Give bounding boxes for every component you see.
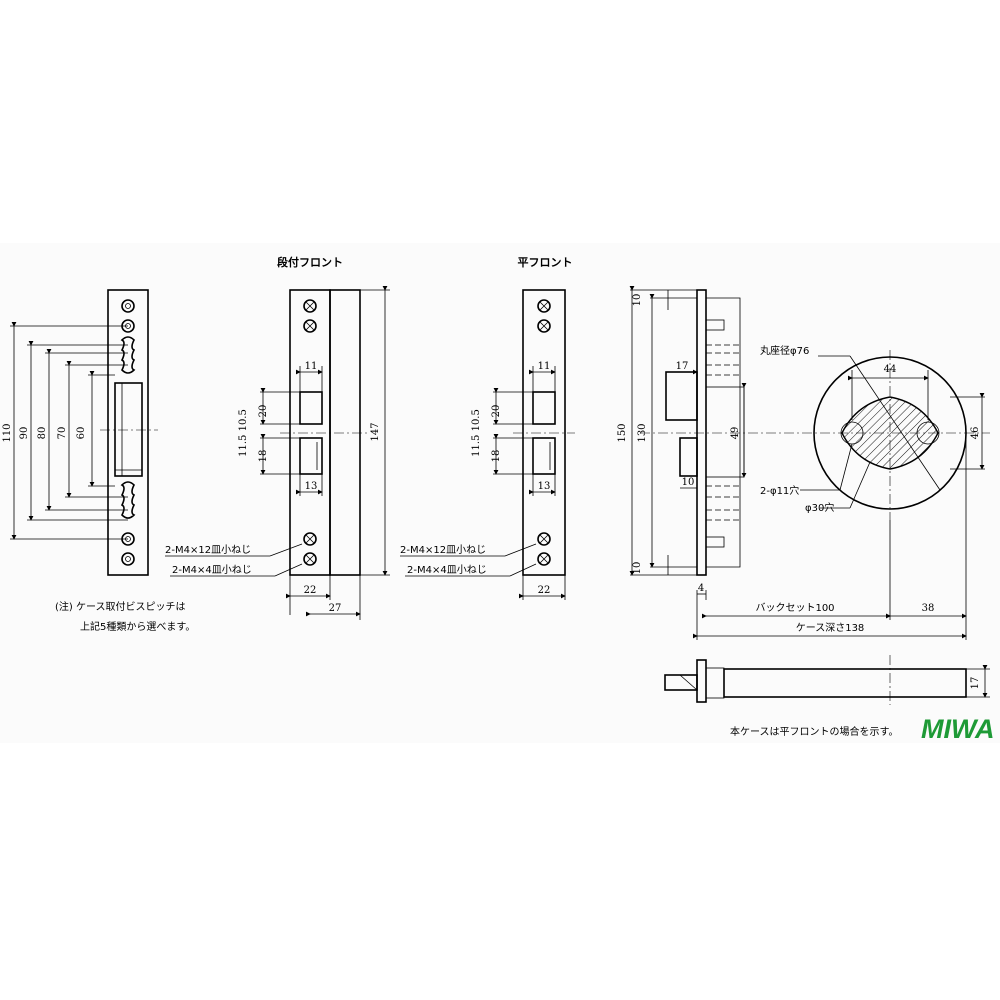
- latch-window: [114, 382, 143, 477]
- hole-11-label: 2-φ11穴: [760, 484, 799, 497]
- flat-dim-11-5-10-5: 11.5 10.5: [471, 409, 482, 457]
- flange-dim-20: 20: [258, 405, 269, 418]
- front-plate-view: 110 90 80 70 60: [2, 289, 158, 576]
- dim-110: 110: [2, 423, 13, 442]
- case-depth-label: ケース深さ138: [796, 622, 865, 634]
- case-side-view: 10 150 130 10 17 49 10 4 丸座径φ76 44 46 2-…: [617, 286, 990, 640]
- side-dim-38: 38: [922, 603, 935, 614]
- flange-dim-22: 22: [304, 585, 317, 596]
- side-dim-44: 44: [884, 364, 897, 375]
- flat-dim-13: 13: [538, 481, 551, 492]
- flat-front-view: 11 20 11.5 10.5 18 13 22 2-M4×12皿小ねじ 2-M…: [400, 289, 575, 600]
- hole-30-label: φ30穴: [805, 501, 834, 514]
- dim-70: 70: [57, 427, 68, 440]
- side-dim-4: 4: [698, 583, 704, 594]
- side-dim-10-top: 10: [632, 294, 643, 307]
- flat-dim-20: 20: [491, 405, 502, 418]
- rosette-diameter-label: 丸座径φ76: [760, 344, 809, 357]
- side-dim-10-mid: 10: [682, 477, 695, 488]
- backset-label: バックセット100: [755, 602, 834, 614]
- note-line-2: 上記5種類から選べます。: [80, 620, 195, 633]
- case-note: 本ケースは平フロントの場合を示す。: [730, 725, 899, 738]
- flat-dim-11: 11: [538, 361, 551, 372]
- front-plate-outline: [107, 289, 149, 576]
- flange-screw-label-2: 2-M4×4皿小ねじ: [172, 564, 252, 576]
- side-dim-130: 130: [637, 423, 648, 442]
- flange-dim-11: 11: [305, 361, 318, 372]
- side-dim-10-bottom: 10: [632, 562, 643, 575]
- title-flat-front: 平フロント: [518, 256, 573, 269]
- flange-dim-11-5-10-5: 11.5 10.5: [238, 409, 249, 457]
- top-dim-17: 17: [970, 677, 981, 690]
- drawing-band: [0, 243, 1000, 743]
- front-plate-holes: [120, 299, 136, 566]
- dim-80: 80: [37, 427, 48, 440]
- title-flange-front: 段付フロント: [277, 255, 343, 269]
- flange-dim-147: 147: [370, 422, 381, 441]
- case-top-view: 17: [664, 655, 990, 705]
- flange-dim-27: 27: [329, 603, 342, 614]
- dim-90: 90: [19, 427, 30, 440]
- flange-front-view: 11 20 11.5 10.5 18 13 147 22 27 2-M4×12皿…: [165, 286, 390, 620]
- flat-dim-18: 18: [491, 450, 502, 463]
- side-dim-46: 46: [970, 427, 981, 440]
- flange-dim-13: 13: [305, 481, 318, 492]
- side-dim-150: 150: [617, 423, 628, 442]
- flat-dim-22: 22: [538, 585, 551, 596]
- side-dim-17: 17: [676, 361, 689, 372]
- flat-screw-label-2: 2-M4×4皿小ねじ: [407, 564, 487, 576]
- dim-60: 60: [76, 427, 87, 440]
- miwa-logo: MIWA: [921, 714, 995, 744]
- flat-screw-label-1: 2-M4×12皿小ねじ: [400, 544, 486, 556]
- flange-dim-18: 18: [258, 450, 269, 463]
- side-dim-49: 49: [730, 427, 741, 440]
- note-line-1: (注) ケース取付ビスピッチは: [55, 600, 185, 613]
- flange-screw-label-1: 2-M4×12皿小ねじ: [165, 544, 251, 556]
